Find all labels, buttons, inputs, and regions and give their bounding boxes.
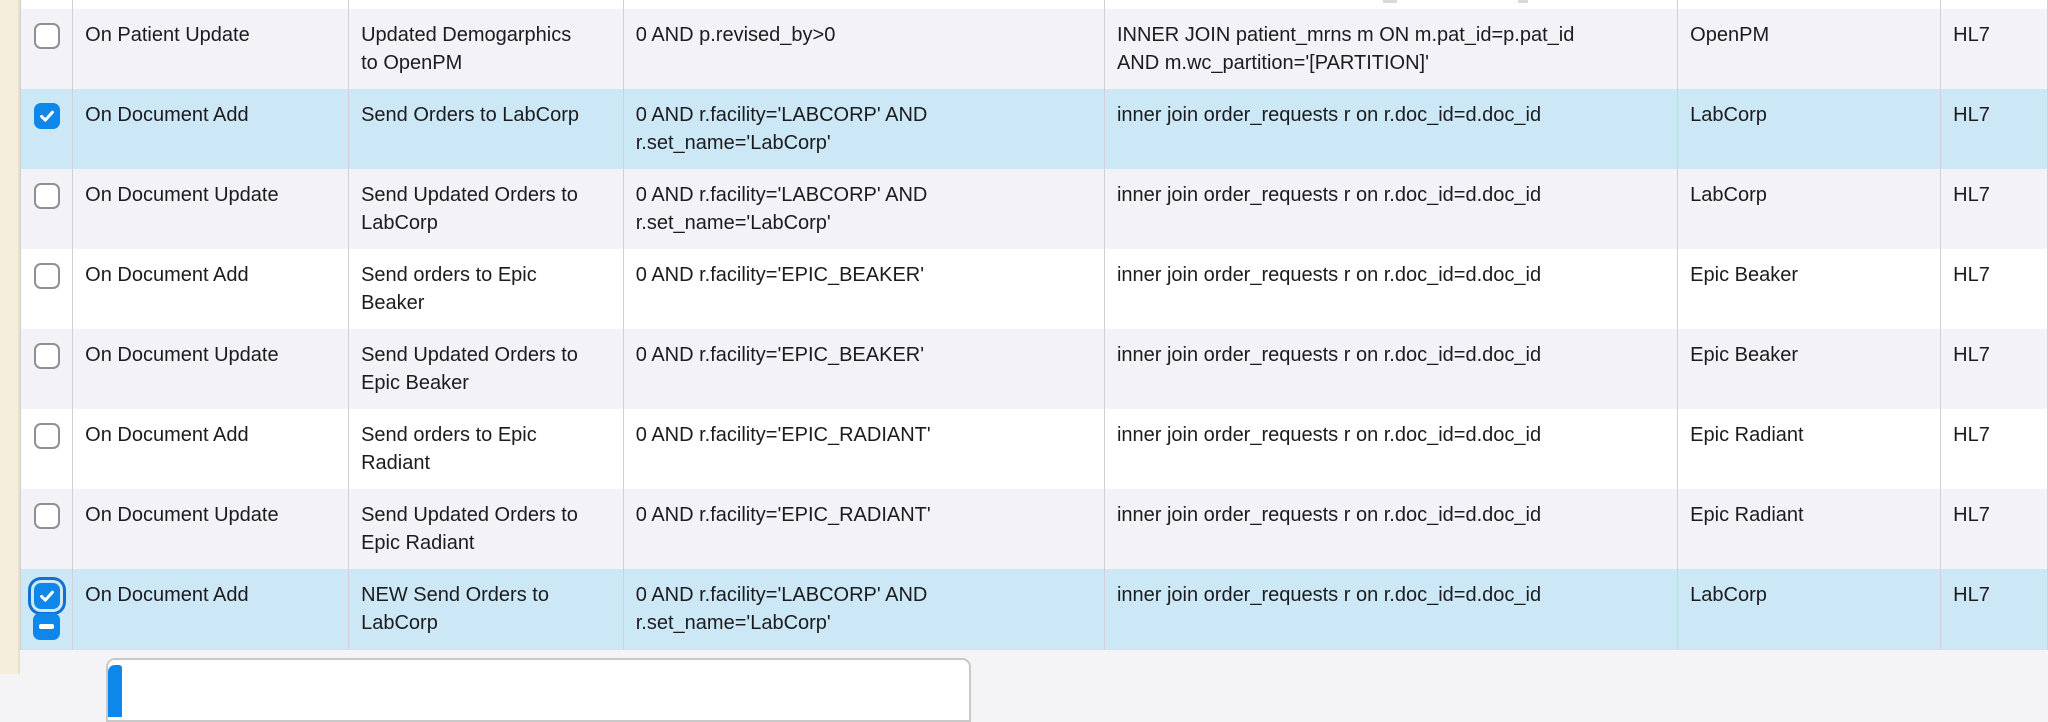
- destination-cell: OpenPM: [1690, 24, 1770, 46]
- message-type-cell: HL7: [1953, 184, 1990, 206]
- row-checkbox[interactable]: [34, 583, 60, 609]
- destination-cell: Epic Radiant: [1690, 504, 1804, 526]
- description-cell: Updated Demogarphics to OpenPM: [361, 24, 572, 74]
- join-cell: INNER JOIN patient_mrns m ON m.pat_id=p.…: [1116, 24, 1575, 74]
- condition-cell: 0 AND r.facility='EPIC_RADIANT': [635, 424, 931, 446]
- event-cell: On Document Update: [85, 184, 279, 206]
- description-cell: Send Updated Orders to LabCorp: [361, 184, 578, 234]
- clipped-text-artifact: [1518, 0, 1528, 3]
- message-type-cell: HL7: [1953, 584, 1990, 606]
- condition-cell: 0 AND r.facility='EPIC_BEAKER': [635, 344, 925, 366]
- message-type-cell: HL7: [1953, 424, 1990, 446]
- message-type-cell: HL7: [1953, 504, 1990, 526]
- table-row[interactable]: On Document Update Send Updated Orders t…: [20, 169, 2048, 249]
- condition-cell: 0 AND r.facility='EPIC_BEAKER': [635, 264, 925, 286]
- triggers-table: On Patient Update Updated Demogarphics t…: [20, 0, 2048, 650]
- table-row[interactable]: On Document Add Send orders to Epic Radi…: [20, 409, 2048, 489]
- destination-cell: Epic Beaker: [1690, 264, 1799, 286]
- event-cell: On Document Add: [85, 424, 249, 446]
- message-type-cell: HL7: [1953, 264, 1990, 286]
- condition-cell: 0 AND r.facility='LABCORP' AND r.set_nam…: [635, 104, 928, 154]
- join-cell: inner join order_requests r on r.doc_id=…: [1116, 584, 1542, 606]
- condition-cell: 0 AND r.facility='LABCORP' AND r.set_nam…: [635, 584, 928, 634]
- clipped-row: [20, 0, 2048, 9]
- description-cell: Send Updated Orders to Epic Beaker: [361, 344, 578, 394]
- event-cell: On Patient Update: [85, 24, 250, 46]
- table-row[interactable]: On Document Update Send Updated Orders t…: [20, 329, 2048, 409]
- minus-icon: [39, 624, 54, 629]
- table-row[interactable]: On Document Add NEW Send Orders to LabCo…: [20, 569, 2048, 650]
- description-cell: Send orders to Epic Beaker: [361, 264, 537, 314]
- join-cell: inner join order_requests r on r.doc_id=…: [1116, 104, 1542, 126]
- checkmark-icon: [40, 110, 54, 122]
- row-checkbox[interactable]: [34, 183, 60, 209]
- table-row[interactable]: On Document Add Send orders to Epic Beak…: [20, 249, 2048, 329]
- clipped-text-artifact: [1383, 0, 1397, 3]
- join-cell: inner join order_requests r on r.doc_id=…: [1116, 344, 1542, 366]
- row-checkbox[interactable]: [34, 263, 60, 289]
- row-checkbox[interactable]: [34, 103, 60, 129]
- condition-cell: 0 AND r.facility='EPIC_RADIANT': [635, 504, 931, 526]
- destination-cell: Epic Radiant: [1690, 424, 1804, 446]
- remove-row-button[interactable]: [33, 613, 60, 640]
- message-type-cell: HL7: [1953, 104, 1990, 126]
- destination-cell: LabCorp: [1690, 584, 1767, 606]
- description-cell: NEW Send Orders to LabCorp: [361, 584, 549, 634]
- description-cell: Send orders to Epic Radiant: [361, 424, 537, 474]
- event-cell: On Document Update: [85, 344, 279, 366]
- event-cell: On Document Update: [85, 504, 279, 526]
- event-cell: On Document Add: [85, 104, 249, 126]
- join-cell: inner join order_requests r on r.doc_id=…: [1116, 504, 1542, 526]
- join-cell: inner join order_requests r on r.doc_id=…: [1116, 424, 1542, 446]
- row-checkbox[interactable]: [34, 503, 60, 529]
- table-row[interactable]: On Document Add Send Orders to LabCorp 0…: [20, 89, 2048, 169]
- description-cell: Send Orders to LabCorp: [361, 104, 579, 126]
- join-cell: inner join order_requests r on r.doc_id=…: [1116, 184, 1542, 206]
- condition-cell: 0 AND p.revised_by>0: [635, 24, 836, 46]
- event-cell: On Document Add: [85, 264, 249, 286]
- row-checkbox[interactable]: [34, 23, 60, 49]
- left-margin-strip: [0, 0, 20, 674]
- panel-accent-bar: [108, 665, 122, 717]
- destination-cell: LabCorp: [1690, 104, 1767, 126]
- table-row[interactable]: On Patient Update Updated Demogarphics t…: [20, 9, 2048, 89]
- event-cell: On Document Add: [85, 584, 249, 606]
- row-checkbox[interactable]: [34, 343, 60, 369]
- message-type-cell: HL7: [1953, 344, 1990, 366]
- description-cell: Send Updated Orders to Epic Radiant: [361, 504, 578, 554]
- join-cell: inner join order_requests r on r.doc_id=…: [1116, 264, 1542, 286]
- triggers-table-area: On Patient Update Updated Demogarphics t…: [20, 0, 2048, 650]
- destination-cell: Epic Beaker: [1690, 344, 1799, 366]
- table-row[interactable]: On Document Update Send Updated Orders t…: [20, 489, 2048, 569]
- message-type-cell: HL7: [1953, 24, 1990, 46]
- row-checkbox[interactable]: [34, 423, 60, 449]
- detail-panel: [106, 658, 971, 722]
- condition-cell: 0 AND r.facility='LABCORP' AND r.set_nam…: [635, 184, 928, 234]
- destination-cell: LabCorp: [1690, 184, 1767, 206]
- checkmark-icon: [40, 590, 54, 602]
